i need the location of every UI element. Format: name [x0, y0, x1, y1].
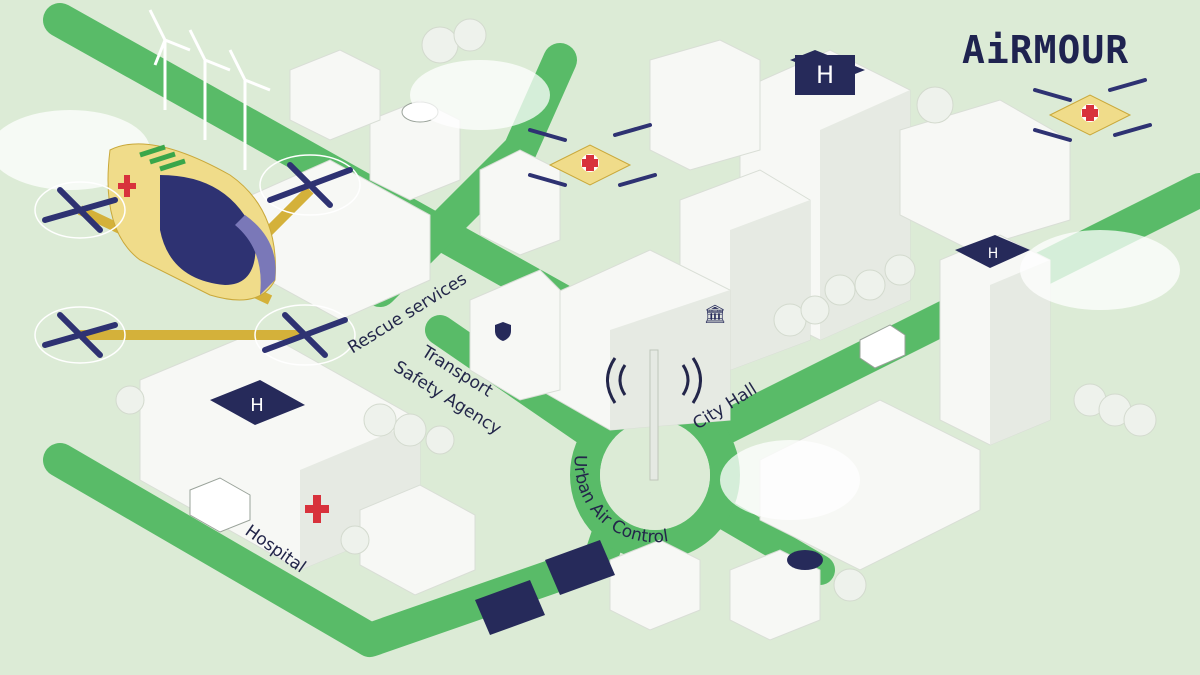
air-taxi-drone: [34, 143, 361, 366]
buildings: H H 🏛 H: [139, 39, 1071, 641]
svg-text:H: H: [816, 61, 834, 89]
airmour-logo: AiRMOUR: [962, 28, 1130, 72]
red-cross-icon: [118, 175, 136, 197]
antenna-tower: [606, 349, 702, 481]
trees: [115, 18, 1157, 602]
svg-text:H: H: [988, 246, 999, 262]
city-hall-icon: 🏛: [704, 304, 727, 325]
solar-panels: [475, 540, 615, 635]
medical-drone: [1033, 78, 1152, 142]
svg-text:H: H: [250, 395, 264, 416]
shield-icon: [495, 322, 511, 341]
medical-drone: [528, 123, 657, 187]
wind-turbines: [148, 9, 271, 170]
hospital-cross-icon: [305, 495, 329, 523]
vehicles: [189, 101, 906, 570]
signal-icon: [606, 357, 702, 404]
